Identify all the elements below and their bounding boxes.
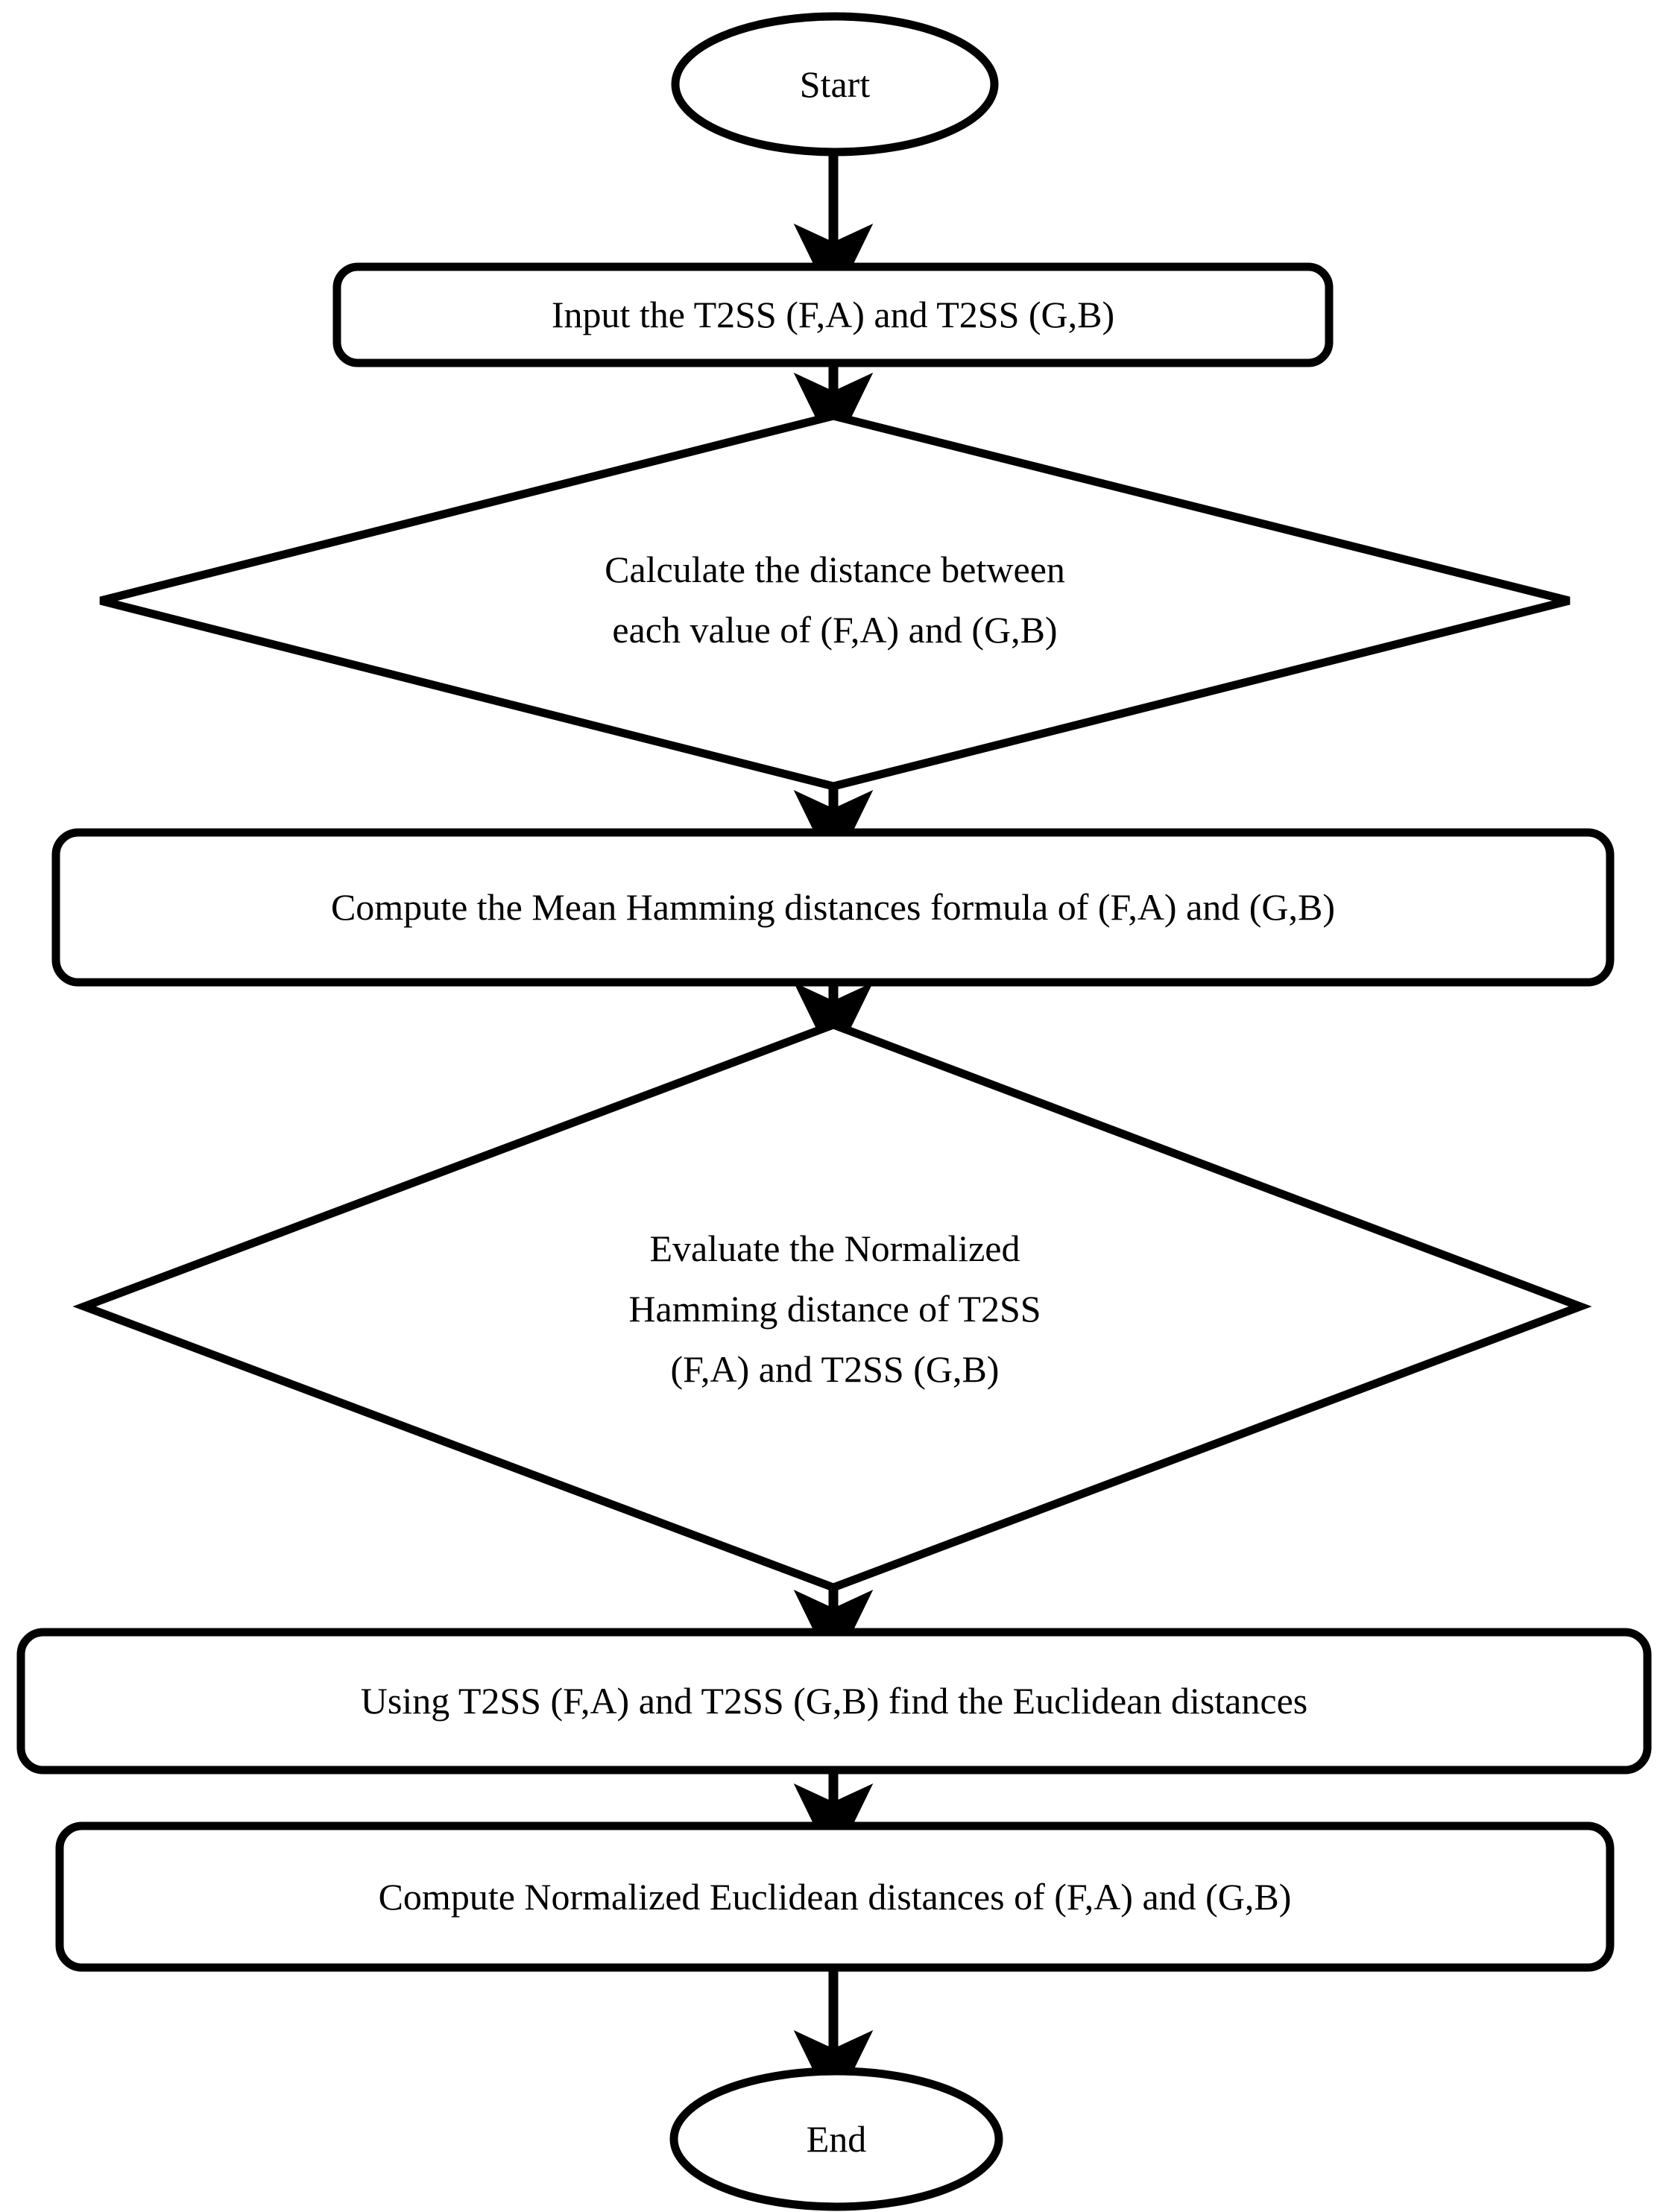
node-shape-compute-normalized-euclidean <box>55 1821 1615 1972</box>
node-shape-compute-mean-hamming <box>51 828 1615 987</box>
node-shape-start <box>671 12 999 157</box>
node-shape-evaluate-normalized-hamming <box>72 1020 1592 1592</box>
node-shape-input-t2ss <box>332 262 1334 367</box>
node-shape-end <box>669 2067 1003 2211</box>
node-shape-calculate-distance <box>99 411 1571 791</box>
node-shape-find-euclidean <box>16 1628 1652 1775</box>
